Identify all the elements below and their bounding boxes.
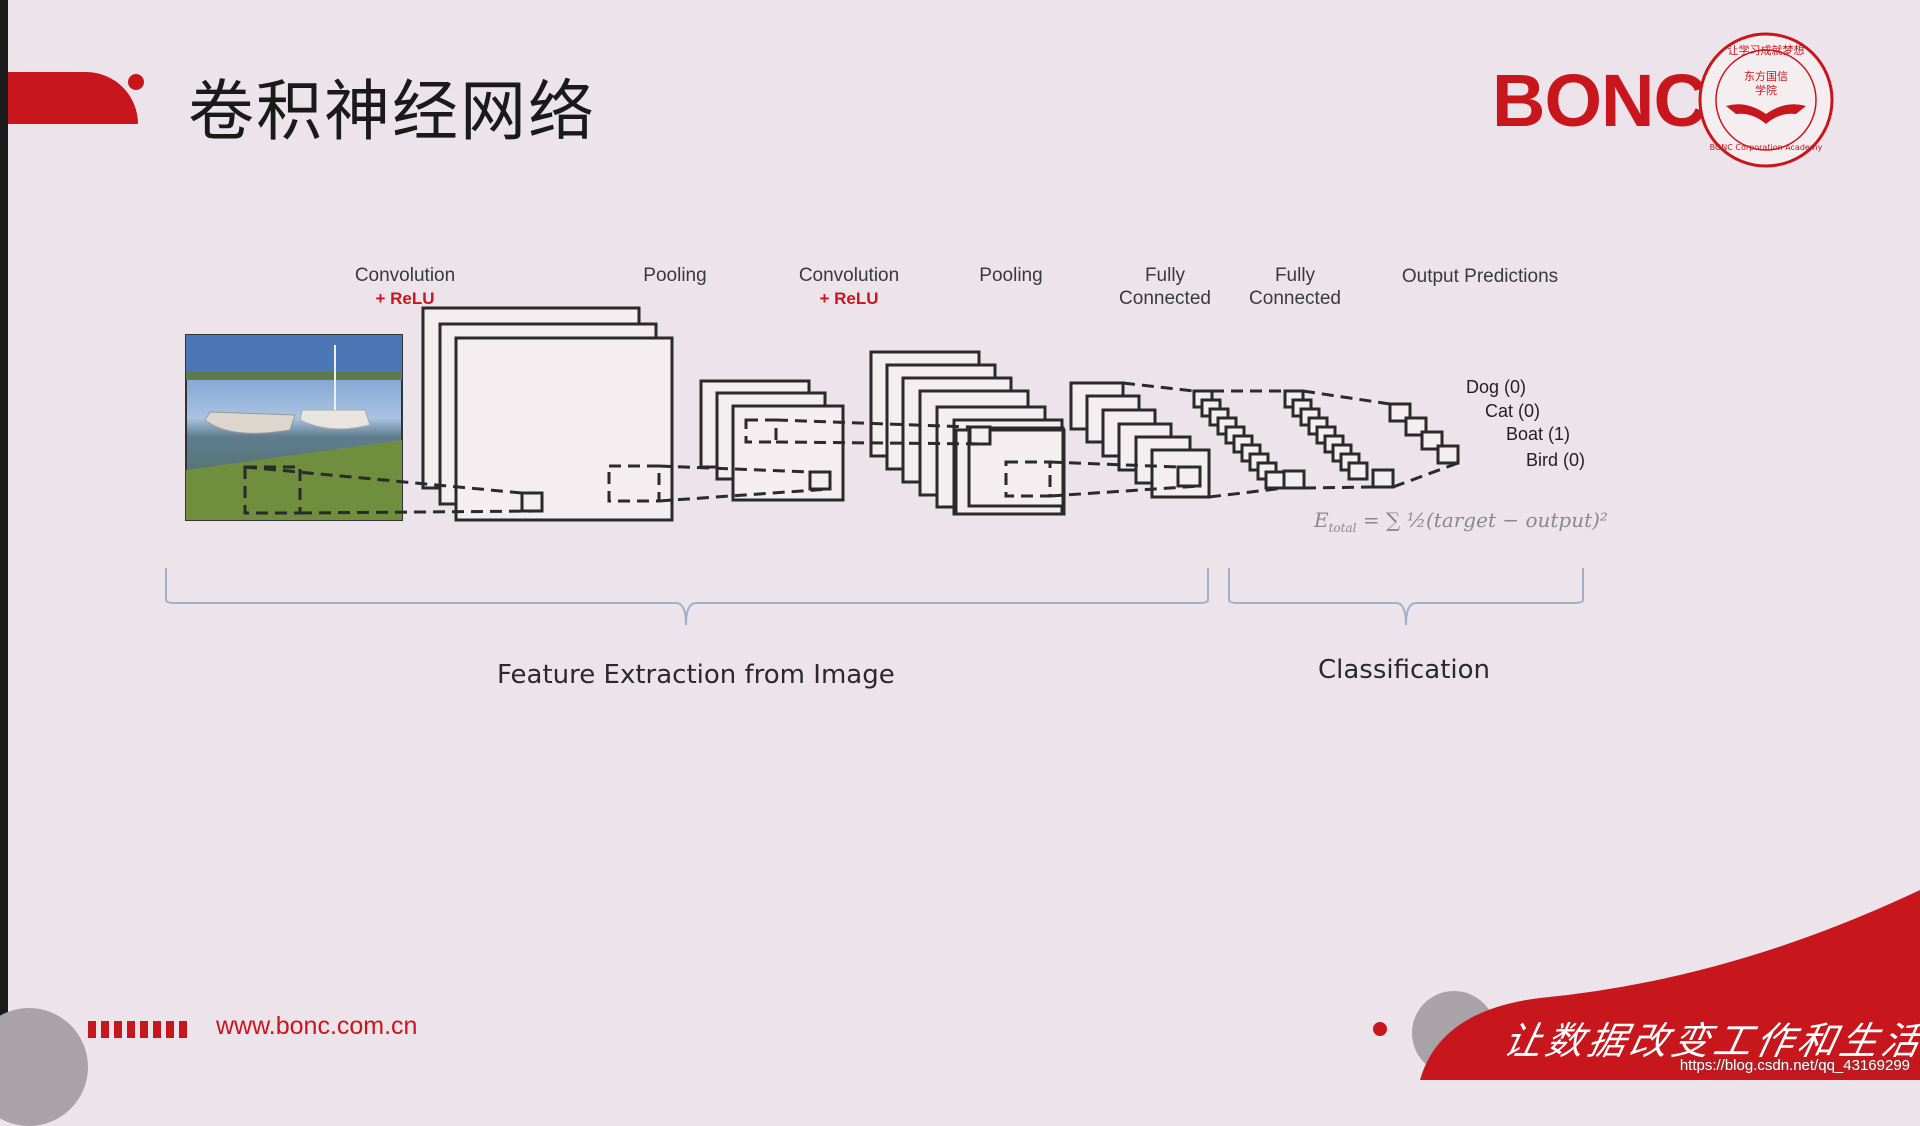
conv2-feature-maps — [869, 350, 1066, 516]
stage-conv1-text: Convolution — [354, 265, 456, 286]
stage-fc1-text: Fully — [1144, 265, 1186, 286]
input-boat-photo — [185, 334, 403, 521]
cnn-diagram — [165, 306, 1584, 626]
stage-label-conv2: Convolution + ReLU — [790, 264, 908, 310]
left-edge-strip — [0, 0, 8, 1080]
footer-decor-dot — [1373, 1022, 1387, 1036]
seal-center-top: 东方国信 — [1744, 69, 1788, 83]
stage-output-text: Output Predictions — [1401, 266, 1559, 287]
footer-red-wave — [1412, 890, 1920, 1080]
stage-conv2-text: Convolution — [798, 265, 900, 286]
stage-label-pool2: Pooling — [966, 264, 1056, 287]
footer-decor-bars — [88, 1021, 187, 1038]
formula-lhs: E — [1314, 508, 1329, 532]
output-neurons — [1388, 402, 1460, 465]
section-feature-extraction: Feature Extraction from Image — [497, 660, 895, 690]
output-dog: Dog (0) — [1466, 377, 1527, 397]
stage-label-fc2: Fully Connected — [1236, 264, 1354, 310]
title-accent-dot — [128, 74, 144, 90]
seal-bottom-text: BONC Corporation Academy — [1710, 143, 1823, 152]
stage-fc1-sub: Connected — [1119, 288, 1211, 309]
fc1-neurons — [1192, 389, 1306, 490]
formula-rhs: = ∑ ½(target − output)² — [1356, 508, 1608, 532]
stage-label-output: Output Predictions — [1380, 265, 1580, 288]
stage-label-pool1: Pooling — [630, 264, 720, 287]
section-classification: Classification — [1318, 655, 1491, 685]
formula-lhs-sub: total — [1328, 521, 1357, 535]
stage-conv2-relu: + ReLU — [819, 289, 879, 308]
output-cat: Cat (0) — [1485, 401, 1541, 421]
page-title: 卷积神经网络 — [188, 73, 596, 150]
fc2-neurons — [1283, 389, 1395, 489]
stage-conv1-relu: + ReLU — [375, 289, 435, 308]
output-bird: Bird (0) — [1526, 450, 1586, 470]
brand-logo-text: BONC — [1492, 59, 1707, 142]
stage-fc2-text: Fully — [1274, 265, 1316, 286]
stage-fc2-sub: Connected — [1249, 288, 1341, 309]
pool2-feature-maps — [1069, 381, 1211, 499]
stage-pool2-text: Pooling — [979, 265, 1043, 286]
seal-top-text: 让学习成就梦想 — [1728, 43, 1805, 57]
seal-center-bottom: 学院 — [1755, 83, 1777, 97]
academy-seal-logo: 让学习成就梦想 东方国信 学院 BONC Corporation Academy — [1698, 32, 1834, 168]
receptive-field-lines — [243, 381, 1459, 515]
stage-label-fc1: Fully Connected — [1106, 264, 1224, 310]
pool1-feature-maps — [699, 379, 845, 502]
csdn-watermark: https://blog.csdn.net/qq_43169299 — [1679, 1057, 1910, 1074]
loss-formula: Etotal = ∑ ½(target − output)² — [1314, 508, 1608, 535]
stage-label-conv1: Convolution + ReLU — [346, 264, 464, 310]
output-boat: Boat (1) — [1506, 424, 1571, 444]
section-braces — [165, 568, 1584, 626]
stage-pool1-text: Pooling — [643, 265, 707, 286]
footer-website-url: www.bonc.com.cn — [216, 1012, 418, 1040]
